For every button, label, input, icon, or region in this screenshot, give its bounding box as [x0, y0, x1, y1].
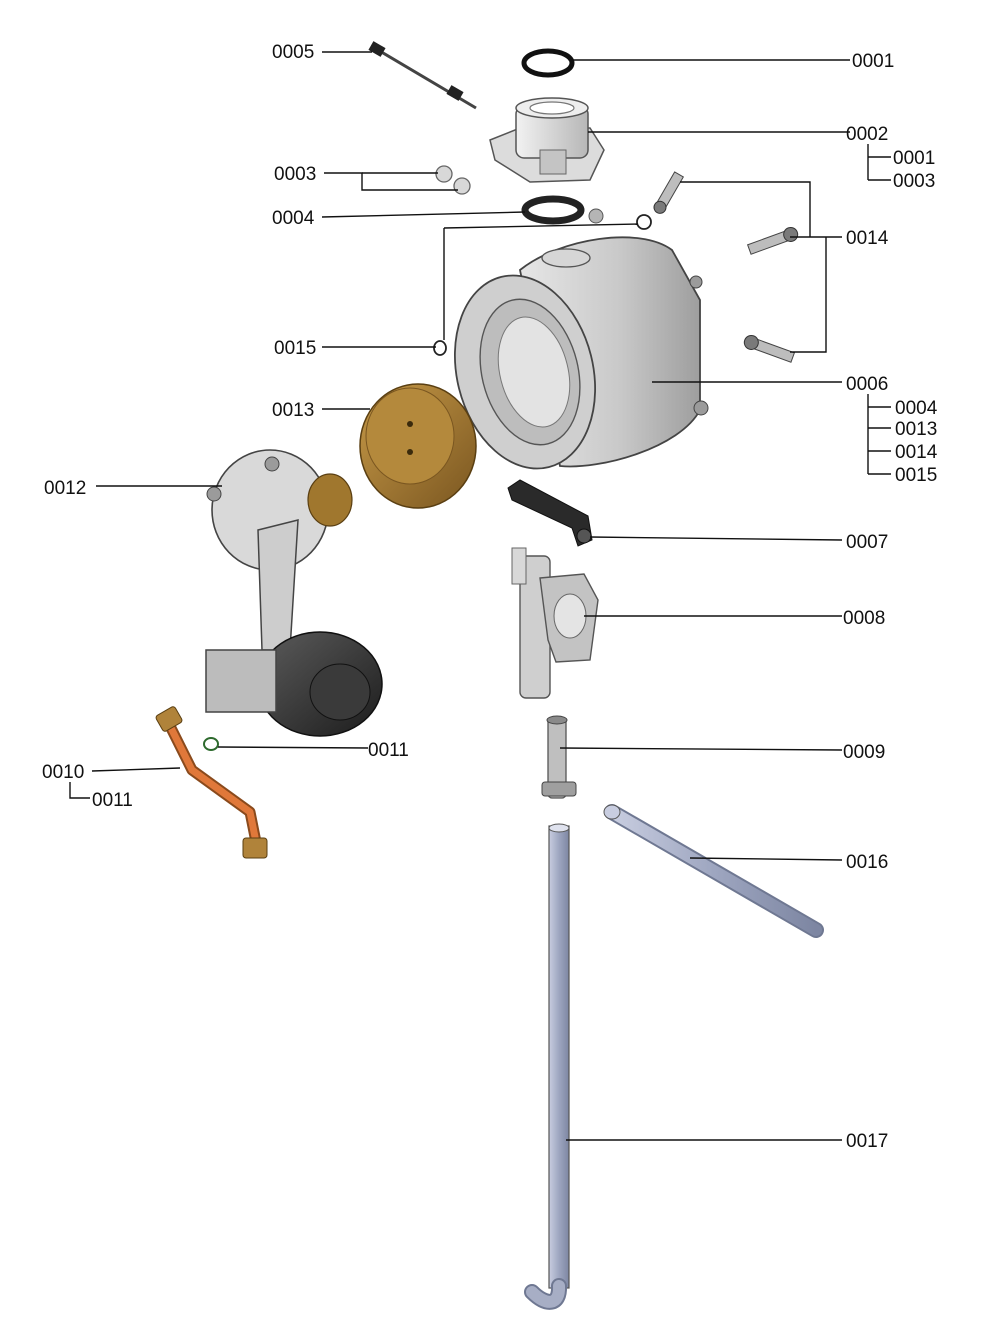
condensate-pipe-0017-icon [524, 823, 570, 1310]
leader-lines [69, 51, 891, 1141]
burner-door-0013-icon [359, 383, 477, 509]
callout-0006-sub-0015: 0015 [895, 465, 937, 486]
callout-0011: 0011 [368, 740, 409, 761]
flue-adapter-0002-icon [489, 97, 605, 183]
bracket-0007-icon [507, 479, 593, 547]
callout-0006-sub-0004: 0004 [895, 398, 938, 419]
callout-0015: 0015 [274, 338, 316, 359]
callout-0002: 0002 [846, 124, 888, 145]
callout-0017: 0017 [846, 1131, 888, 1152]
callout-0010-sub-0011: 0011 [92, 790, 133, 811]
o-ring-0015-icon [433, 208, 652, 356]
callout-0001: 0001 [852, 51, 894, 72]
callout-0004: 0004 [272, 208, 315, 229]
callout-0013: 0013 [272, 400, 314, 421]
callout-0006-sub-0013: 0013 [895, 419, 937, 440]
callout-0010: 0010 [42, 762, 84, 783]
manifold-0008-icon [511, 547, 599, 699]
heat-exchanger-0006-icon [453, 236, 709, 470]
callout-0009: 0009 [843, 742, 885, 763]
callout-0005: 0005 [272, 42, 314, 63]
callout-0007: 0007 [846, 532, 888, 553]
callout-0002-sub-0001: 0001 [893, 148, 935, 169]
clip-0014-icon [653, 171, 799, 363]
gas-pipe-0010-icon [155, 706, 268, 859]
valve-0009-icon [541, 715, 577, 799]
fan-burner-assembly-0012-icon [205, 449, 383, 737]
callout-0016: 0016 [846, 852, 888, 873]
callout-0006: 0006 [846, 374, 888, 395]
o-ring-0011-icon [203, 737, 219, 751]
o-ring-0001-icon [521, 48, 575, 78]
pipe-0016-icon [603, 804, 824, 938]
callout-0002-sub-0003: 0003 [893, 171, 935, 192]
callout-0014: 0014 [846, 228, 889, 249]
callout-0006-sub-0014: 0014 [895, 442, 938, 463]
callout-0008: 0008 [843, 608, 885, 629]
callout-labels: 0001 0002 0001 0003 0005 0003 0004 0014 … [42, 42, 938, 1152]
plug-0003-icon [435, 165, 471, 195]
callout-0012: 0012 [44, 478, 86, 499]
electrode-0005-icon [368, 41, 477, 110]
gasket-0004-icon [521, 195, 585, 225]
callout-0003: 0003 [274, 164, 316, 185]
